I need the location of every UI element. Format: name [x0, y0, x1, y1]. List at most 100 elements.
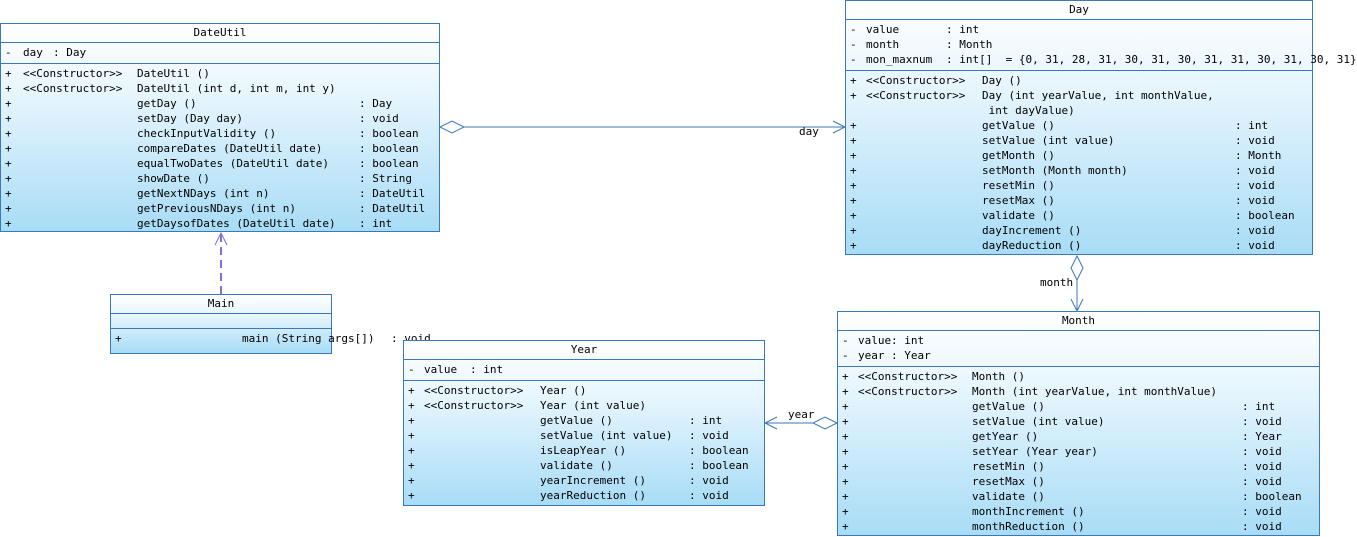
- attribute-row[interactable]: -value: int: [404, 362, 764, 377]
- operation-row[interactable]: +validate (): boolean: [838, 489, 1319, 504]
- operation-name: getMonth (): [982, 149, 1055, 162]
- return-type: : void: [689, 474, 729, 487]
- operation-name: Year (int value): [540, 399, 646, 412]
- return-type: : Day: [359, 97, 393, 110]
- operation-row[interactable]: +dayReduction (): void: [846, 238, 1312, 253]
- attribute-row[interactable]: -month: Month: [846, 37, 1312, 52]
- operation-name: getValue (): [982, 119, 1055, 132]
- visibility-marker: +: [850, 164, 857, 177]
- operation-row[interactable]: +<<Constructor>>Month (int yearValue, in…: [838, 384, 1319, 399]
- role-label-day: day: [799, 125, 819, 138]
- return-type: : void: [1235, 239, 1275, 252]
- attribute-type: : Year: [891, 349, 931, 362]
- operation-row[interactable]: +showDate (): String: [1, 171, 439, 186]
- operation-row[interactable]: +setDay (Day day): void: [1, 111, 439, 126]
- attribute-name: month: [866, 38, 900, 51]
- operation-row[interactable]: +<<Constructor>>DateUtil (): [1, 66, 439, 81]
- return-type: : void: [359, 112, 399, 125]
- operation-row[interactable]: +checkInputValidity (): boolean: [1, 126, 439, 141]
- attribute-row[interactable]: -year: Year: [838, 348, 1319, 363]
- operation-name: setValue (int value): [540, 429, 673, 442]
- operation-row[interactable]: +compareDates (DateUtil date): boolean: [1, 141, 439, 156]
- operation-name: yearReduction (): [540, 489, 646, 502]
- operation-row[interactable]: +resetMin (): void: [838, 459, 1319, 474]
- operation-row[interactable]: +getDay (): Day: [1, 96, 439, 111]
- operation-row[interactable]: +main (String args[]): void: [111, 331, 431, 346]
- association-dateutil-day[interactable]: [438, 120, 847, 134]
- operation-row[interactable]: +setYear (Year year): void: [838, 444, 1319, 459]
- operation-row[interactable]: +<<Constructor>>DateUtil (int d, int m, …: [1, 81, 439, 96]
- attribute-row[interactable]: -mon_maxnum: int[] = {0, 31, 28, 31, 30,…: [846, 52, 1357, 67]
- operation-row[interactable]: +getYear (): Year: [838, 429, 1319, 444]
- attribute-row[interactable]: -day: Day: [1, 45, 439, 60]
- operation-row[interactable]: +setValue (int value): void: [404, 428, 764, 443]
- attribute-row[interactable]: -value: int: [846, 22, 1312, 37]
- return-type: : boolean: [689, 459, 749, 472]
- operation-row[interactable]: +<<Constructor>>Day (): [846, 73, 1312, 88]
- operation-row[interactable]: int dayValue): [846, 103, 1312, 118]
- operation-row[interactable]: +<<Constructor>>Day (int yearValue, int …: [846, 88, 1312, 103]
- class-day[interactable]: Day -value: int-month: Month-mon_maxnum: …: [845, 0, 1357, 256]
- visibility-marker: +: [5, 97, 12, 110]
- operation-row[interactable]: +getPreviousNDays (int n): DateUtil: [1, 201, 439, 216]
- dependency-main-dateutil[interactable]: [214, 231, 228, 294]
- return-type: : int: [689, 414, 723, 427]
- return-type: : boolean: [359, 142, 419, 155]
- operation-row[interactable]: +isLeapYear (): boolean: [404, 443, 764, 458]
- operation-row[interactable]: +monthIncrement (): void: [838, 504, 1319, 519]
- operation-row[interactable]: +getValue (): int: [846, 118, 1312, 133]
- operation-row[interactable]: +setValue (int value): void: [838, 414, 1319, 429]
- operation-row[interactable]: +yearReduction (): void: [404, 488, 764, 503]
- operation-row[interactable]: +resetMax (): void: [846, 193, 1312, 208]
- operation-row[interactable]: +dayIncrement (): void: [846, 223, 1312, 238]
- class-month[interactable]: Month-value: int-year: Year+<<Constructo…: [837, 311, 1320, 536]
- operation-row[interactable]: +<<Constructor>>Year (): [404, 383, 764, 398]
- visibility-marker: +: [408, 414, 415, 427]
- return-type: : boolean: [359, 157, 419, 170]
- visibility-marker: +: [5, 127, 12, 140]
- visibility-marker: +: [842, 475, 849, 488]
- class-name: Day: [846, 1, 1312, 20]
- class-dateutil[interactable]: DateUtil-day: Day+<<Constructor>>DateUti…: [0, 23, 440, 232]
- operation-row[interactable]: +getMonth (): Month: [846, 148, 1312, 163]
- return-type: : void: [1235, 134, 1275, 147]
- class-year[interactable]: Year -value: int +<<Constructor>>Year ()+<…: [403, 340, 765, 506]
- visibility-marker: +: [842, 445, 849, 458]
- class-main[interactable]: Main +main (String args[]): void: [110, 294, 431, 354]
- operation-row[interactable]: +setMonth (Month month): void: [846, 163, 1312, 178]
- attribute-type: : int: [946, 23, 980, 36]
- operation-name: getYear (): [972, 430, 1039, 443]
- stereotype: <<Constructor>>: [858, 370, 958, 383]
- operation-row[interactable]: +getNextNDays (int n): DateUtil: [1, 186, 439, 201]
- operation-row[interactable]: +validate (): boolean: [846, 208, 1312, 223]
- operation-name: equalTwoDates (DateUtil date): [137, 157, 330, 170]
- operation-row[interactable]: +setValue (int value): void: [846, 133, 1312, 148]
- operation-row[interactable]: +getDaysofDates (DateUtil date): int: [1, 216, 439, 231]
- operation-row[interactable]: +getValue (): int: [404, 413, 764, 428]
- operation-name: getDaysofDates (DateUtil date): [137, 217, 336, 230]
- operation-row[interactable]: +getValue (): int: [838, 399, 1319, 414]
- operation-name: yearIncrement (): [540, 474, 646, 487]
- association-month-year[interactable]: [763, 416, 839, 430]
- visibility-marker: +: [408, 429, 415, 442]
- operations-compartment: +<<Constructor>>Day ()+<<Constructor>>Da…: [846, 71, 1312, 256]
- operation-row[interactable]: +yearIncrement (): void: [404, 473, 764, 488]
- operation-row[interactable]: +equalTwoDates (DateUtil date): boolean: [1, 156, 439, 171]
- attribute-row[interactable]: -value: int: [838, 333, 1319, 348]
- visibility-marker: +: [408, 444, 415, 457]
- operation-row[interactable]: +monthReduction (): void: [838, 519, 1319, 534]
- visibility-marker: +: [842, 460, 849, 473]
- return-type: : void: [1235, 194, 1275, 207]
- operation-row[interactable]: +<<Constructor>>Year (int value): [404, 398, 764, 413]
- class-name: Year: [404, 341, 764, 360]
- visibility-marker: +: [115, 332, 122, 345]
- class-name: Main: [111, 295, 331, 314]
- operation-name: checkInputValidity (): [137, 127, 277, 140]
- operation-row[interactable]: +resetMin (): void: [846, 178, 1312, 193]
- operation-name: Year (): [540, 384, 587, 397]
- operation-row[interactable]: +<<Constructor>>Month (): [838, 369, 1319, 384]
- visibility-marker: +: [5, 67, 12, 80]
- operation-row[interactable]: +validate (): boolean: [404, 458, 764, 473]
- operation-name: dayReduction (): [982, 239, 1082, 252]
- operation-row[interactable]: +resetMax (): void: [838, 474, 1319, 489]
